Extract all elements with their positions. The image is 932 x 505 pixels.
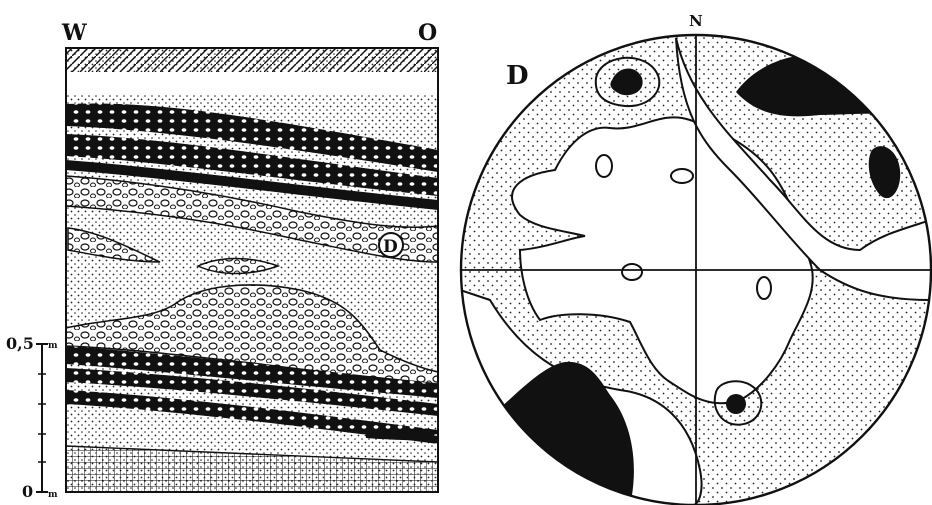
stereonet: D N: [460, 12, 932, 505]
north-label: N: [689, 12, 703, 30]
density-maximum-s: [726, 394, 746, 414]
stratigraphic-section: W O: [6, 20, 438, 501]
scale-bar: 0,5 m 0 m: [6, 334, 58, 501]
empty-oval-3: [622, 264, 642, 280]
stereonet-label: D: [506, 61, 529, 91]
scale-bottom-value: 0: [22, 482, 33, 501]
empty-oval-1: [596, 155, 612, 177]
scale-top-value: 0,5: [6, 334, 34, 353]
sample-site-label: D: [383, 237, 398, 257]
empty-oval-2: [671, 169, 693, 183]
empty-oval-4: [757, 277, 771, 299]
west-label: W: [61, 20, 87, 46]
scale-top-unit: m: [48, 341, 58, 351]
soil-layer: [66, 48, 438, 72]
east-label: O: [418, 20, 437, 46]
scale-bottom-unit: m: [48, 490, 58, 500]
